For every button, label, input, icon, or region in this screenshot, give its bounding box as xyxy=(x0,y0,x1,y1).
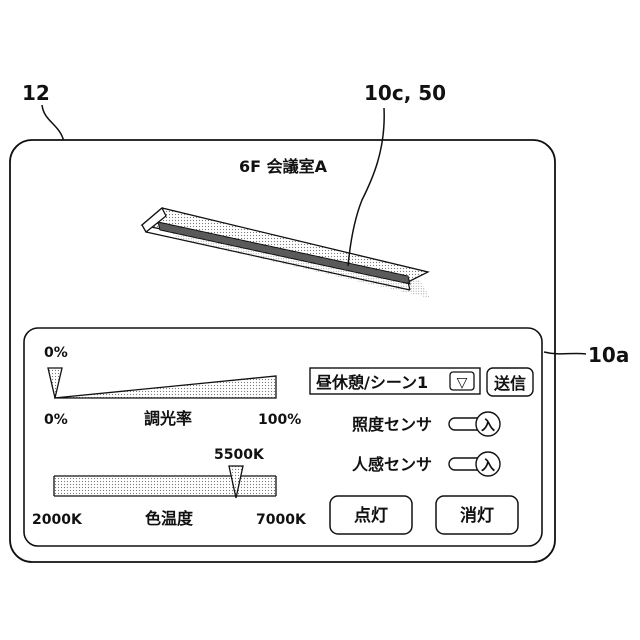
dimmer-max-label: 100% xyxy=(258,412,301,428)
motion-toggle-label: 入 xyxy=(481,458,495,474)
dimmer-value-label: 0% xyxy=(44,345,68,361)
room-title: 6F 会議室A xyxy=(239,157,328,176)
color-temp-value-label: 5500K xyxy=(214,447,265,463)
motion-sensor-label: 人感センサ xyxy=(352,455,432,474)
scene-selected-label: 昼休憩/シーン1 xyxy=(315,373,428,392)
dimmer-label: 調光率 xyxy=(144,409,192,428)
triangle-down-icon: ▽ xyxy=(457,375,468,391)
device-ref-label: 12 xyxy=(22,81,50,105)
color-temp-label: 色温度 xyxy=(145,509,194,528)
light-on-label: 点灯 xyxy=(354,505,388,526)
illuminance-toggle-label: 入 xyxy=(481,418,495,434)
panel-ref-label: 10a xyxy=(588,343,629,367)
send-button-label: 送信 xyxy=(493,374,526,393)
color-temp-fill xyxy=(54,478,276,496)
color-temp-max-label: 7000K xyxy=(256,512,307,528)
device-ref-leader xyxy=(42,105,64,142)
light-off-label: 消灯 xyxy=(460,505,494,526)
dimmer-min-label: 0% xyxy=(44,412,68,428)
color-temp-min-label: 2000K xyxy=(32,512,83,528)
fixture-ref-label: 10c, 50 xyxy=(364,81,446,105)
illuminance-sensor-label: 照度センサ xyxy=(352,415,432,434)
